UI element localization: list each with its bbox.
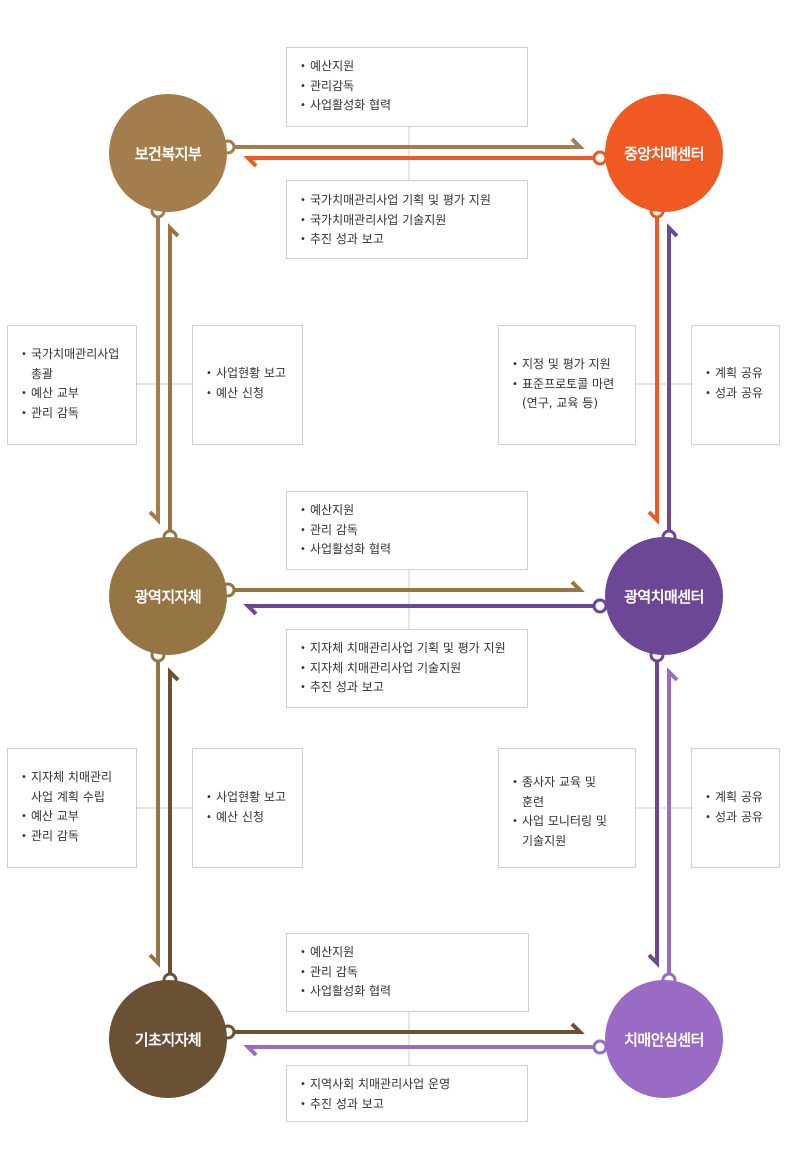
box-item: 사업활성화 협력 [300, 96, 527, 116]
box-item: 지자체 치매관리사업 기획 및 평가 지원 [300, 639, 527, 659]
node-label: 기초지자체 [134, 1030, 202, 1049]
box-item: 관리 감독 [21, 404, 136, 424]
node-label: 보건복지부 [134, 144, 202, 163]
box-right1-outer: 계획 공유성과 공유 [691, 325, 780, 445]
box-item: 지자체 치매관리사업 계획 수립 [21, 768, 136, 807]
box-item: 계획 공유 [705, 788, 779, 808]
box-item: 지정 및 평가 지원 [512, 355, 635, 375]
box-bot-lower: 지역사회 치매관리사업 운영추진 성과 보고 [286, 1065, 528, 1122]
arrow-mohw-to-metrogov [148, 211, 160, 525]
arrow-carecenter-to-metrocenter [667, 667, 679, 980]
box-item: 사업활성화 협력 [300, 540, 527, 560]
node-local-government: 기초지자체 [109, 980, 227, 1098]
node-metro-government: 광역지자체 [109, 537, 227, 655]
node-label: 광역치매센터 [624, 587, 704, 606]
box-item: 추진 성과 보고 [300, 230, 527, 250]
box-item: 계획 공유 [705, 364, 779, 384]
arrow-metrocenter-to-metrogov [243, 604, 600, 616]
box-item: 종사자 교육 및훈련 [512, 773, 635, 812]
box-left1-outer: 국가치매관리사업총괄예산 교부관리 감독 [7, 325, 137, 445]
box-item: 관리감독 [300, 77, 527, 97]
box-mid-lower: 지자체 치매관리사업 기획 및 평가 지원지자체 치매관리사업 기술지원추진 성… [286, 629, 528, 708]
box-right2-outer: 계획 공유성과 공유 [691, 748, 780, 868]
arrow-metrogov-to-mohw [168, 223, 180, 537]
box-item: 지자체 치매관리사업 기술지원 [300, 659, 527, 679]
box-item: 국가치매관리사업 기획 및 평가 지원 [300, 191, 527, 211]
arrow-metrogov-to-metrocenter [228, 580, 585, 592]
arrow-central-to-mohw [243, 156, 600, 168]
arrow-metrocenter-to-central [667, 223, 679, 537]
box-item: 성과 공유 [705, 384, 779, 404]
box-left1-inner: 사업현황 보고예산 신청 [192, 325, 303, 445]
arrow-mohw-to-central [228, 137, 585, 149]
box-item: 추진 성과 보고 [300, 1095, 527, 1115]
box-left2-outer: 지자체 치매관리사업 계획 수립예산 교부관리 감독 [7, 748, 137, 868]
box-item: 사업활성화 협력 [300, 982, 528, 1002]
arrow-origin-dot [592, 598, 608, 614]
box-item: 예산 교부 [21, 384, 136, 404]
box-item: 예산지원 [300, 501, 527, 521]
box-item: 추진 성과 보고 [300, 678, 527, 698]
box-item: 예산지원 [300, 57, 527, 77]
box-item: 관리 감독 [21, 827, 136, 847]
node-metro-dementia-center: 광역치매센터 [605, 537, 723, 655]
box-right1-inner: 지정 및 평가 지원표준프로토콜 마련(연구, 교육 등) [498, 325, 636, 445]
node-mohw: 보건복지부 [109, 94, 227, 212]
node-label: 중앙치매센터 [624, 144, 704, 163]
box-item: 예산 교부 [21, 807, 136, 827]
box-item: 표준프로토콜 마련(연구, 교육 등) [512, 375, 635, 414]
arrow-localgov-to-metrogov [168, 667, 180, 980]
box-top-upper: 예산지원관리감독사업활성화 협력 [286, 47, 528, 127]
node-central-dementia-center: 중앙치매센터 [605, 94, 723, 212]
box-item: 사업현황 보고 [206, 364, 302, 384]
box-item: 국가치매관리사업 기술지원 [300, 211, 527, 231]
node-label: 광역지자체 [134, 587, 202, 606]
arrow-carecenter-to-localgov [243, 1045, 600, 1057]
arrow-central-to-metrocenter [647, 211, 659, 525]
box-mid-upper: 예산지원관리 감독사업활성화 협력 [286, 491, 528, 570]
box-left2-inner: 사업현황 보고예산 신청 [192, 748, 303, 868]
box-item: 사업현황 보고 [206, 788, 302, 808]
box-item: 지역사회 치매관리사업 운영 [300, 1075, 527, 1095]
box-item: 예산지원 [300, 943, 528, 963]
arrow-localgov-to-carecenter [228, 1022, 585, 1034]
box-item: 예산 신청 [206, 384, 302, 404]
box-item: 예산 신청 [206, 808, 302, 828]
box-top-lower: 국가치매관리사업 기획 및 평가 지원국가치매관리사업 기술지원추진 성과 보고 [286, 180, 528, 259]
box-item: 관리 감독 [300, 521, 527, 541]
box-bot-upper: 예산지원관리 감독사업활성화 협력 [286, 933, 529, 1012]
arrow-metrogov-to-localgov [148, 655, 160, 968]
node-label: 치매안심센터 [624, 1030, 704, 1049]
node-dementia-care-center: 치매안심센터 [605, 980, 723, 1098]
box-item: 성과 공유 [705, 808, 779, 828]
arrow-metrocenter-to-carecenter [647, 655, 659, 968]
box-item: 관리 감독 [300, 963, 528, 983]
